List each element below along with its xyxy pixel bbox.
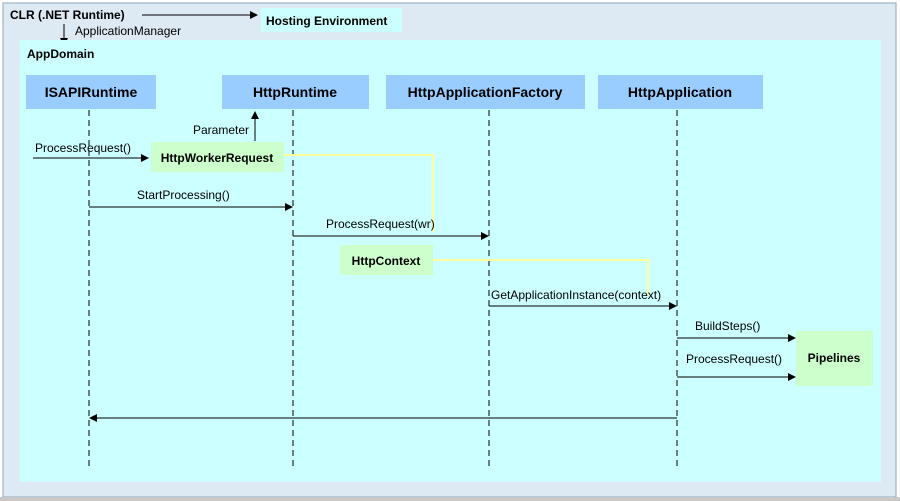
worker-request-connector <box>283 154 434 232</box>
clr-label: CLR (.NET Runtime) <box>10 8 125 22</box>
lifeline-box-isapiruntime <box>26 75 156 109</box>
http-worker-request-label: HttpWorkerRequest <box>161 151 273 165</box>
http-context-box <box>340 245 433 275</box>
lifeline-label-isapiruntime: ISAPIRuntime <box>45 84 138 100</box>
process-request-wr-label: ProcessRequest(wr) <box>326 217 435 231</box>
hosting-environment-box <box>261 8 402 32</box>
hosting-environment-label: Hosting Environment <box>266 14 387 28</box>
lifeline-label-httpapplication: HttpApplication <box>628 84 732 100</box>
process-request-pipelines-label: ProcessRequest() <box>686 352 782 366</box>
lifeline-box-httpapplicationfactory <box>386 75 585 109</box>
process-request-in-label: ProcessRequest() <box>35 141 131 155</box>
lifeline-box-httpapplication <box>598 75 763 109</box>
lifeline-label-httpruntime: HttpRuntime <box>253 84 337 100</box>
build-steps-label: BuildSteps() <box>695 319 760 333</box>
frame-shadow <box>0 497 900 501</box>
lifeline-label-httpapplicationfactory: HttpApplicationFactory <box>408 84 563 100</box>
application-manager-label: ApplicationManager <box>75 24 181 38</box>
pipelines-label: Pipelines <box>808 351 861 365</box>
http-context-label: HttpContext <box>352 254 421 268</box>
lifeline-box-httpruntime <box>222 75 369 109</box>
appdomain-title: AppDomain <box>27 47 94 61</box>
get-application-instance-label: GetApplicationInstance(context) <box>491 288 661 302</box>
parameter-label: Parameter <box>193 123 249 137</box>
http-worker-request-box <box>151 142 284 172</box>
pipelines-box <box>796 331 873 386</box>
context-connector <box>433 259 649 295</box>
start-processing-label: StartProcessing() <box>137 188 230 202</box>
